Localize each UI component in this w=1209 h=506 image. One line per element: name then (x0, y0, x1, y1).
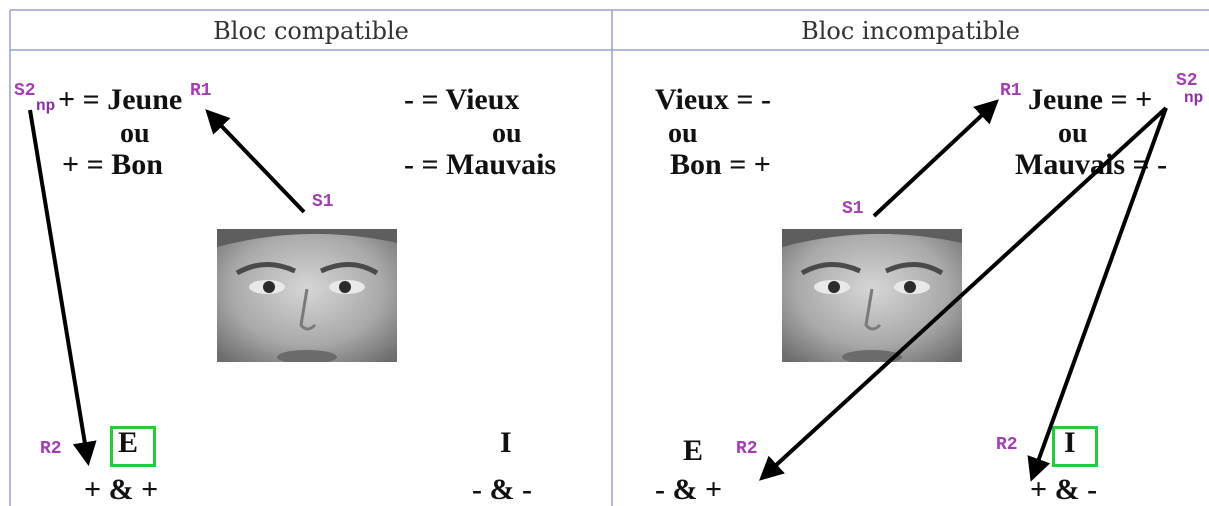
key-i: I (500, 428, 512, 458)
label-r2-left-inc: R2 (736, 440, 758, 458)
label-s1-inc: S1 (842, 200, 864, 218)
response-plus-minus: + & - (1030, 475, 1097, 505)
face-photo-inc (782, 229, 962, 362)
ou-left: ou (120, 120, 150, 148)
response-plus-plus: + & + (84, 475, 158, 505)
face-photo (217, 229, 397, 362)
key-i-inc: I (1064, 428, 1076, 458)
label-np: np (36, 98, 55, 114)
line-bon: + = Bon (62, 150, 163, 180)
label-s2: S2 (14, 82, 36, 100)
header-incompatible: Bloc incompatible (612, 14, 1209, 48)
response-minus-minus: - & - (472, 475, 532, 505)
ou-right-inc: ou (1058, 120, 1088, 148)
key-e-inc: E (683, 436, 703, 466)
line-bon-inc: Bon = + (670, 150, 771, 180)
line-mauvais-inc: Mauvais = - (1015, 150, 1167, 180)
line-vieux-inc: Vieux = - (655, 85, 771, 115)
label-r2-right-inc: R2 (996, 436, 1018, 454)
label-r2: R2 (40, 440, 62, 458)
line-vieux: - = Vieux (404, 85, 519, 115)
response-minus-plus: - & + (655, 475, 722, 505)
line-jeune-inc: Jeune = + (1028, 85, 1152, 115)
label-r1: R1 (190, 82, 212, 100)
ou-right: ou (492, 120, 522, 148)
header-compatible: Bloc compatible (10, 14, 612, 48)
label-np-inc: np (1184, 90, 1203, 106)
label-s1: S1 (312, 193, 334, 211)
label-r1-inc: R1 (1000, 82, 1022, 100)
ou-left-inc: ou (668, 120, 698, 148)
key-e: E (118, 428, 138, 458)
line-mauvais: - = Mauvais (404, 150, 556, 180)
label-s2-inc: S2 (1176, 72, 1198, 90)
line-jeune: + = Jeune (58, 85, 182, 115)
